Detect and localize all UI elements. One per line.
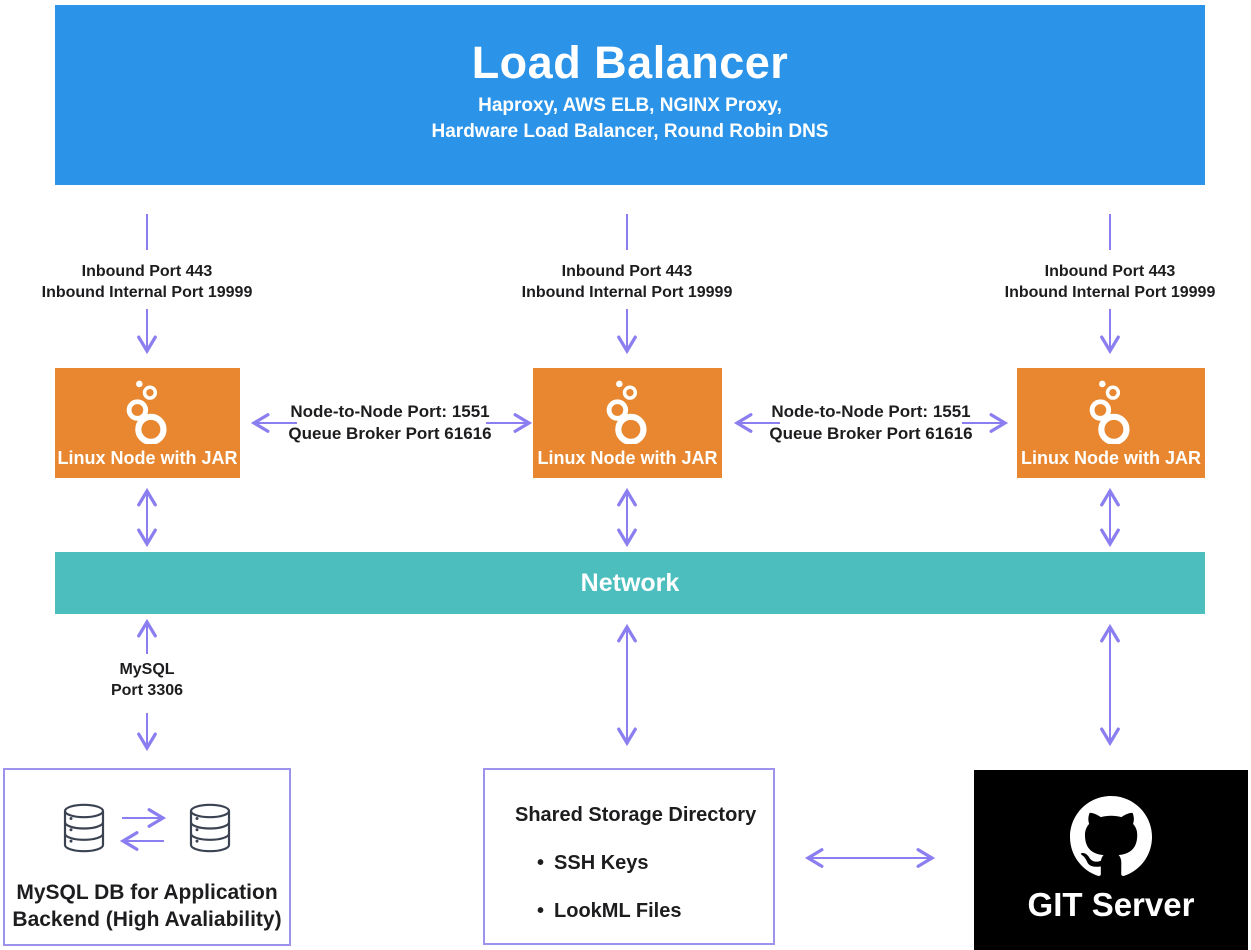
list-item: •LookML Files [537, 900, 682, 922]
bullet-glyph: • [537, 900, 545, 922]
inbound-label-2: Inbound Port 443 Inbound Internal Port 1… [521, 263, 733, 301]
load-balancer-box: Load Balancer Haproxy, AWS ELB, NGINX Pr… [55, 5, 1205, 185]
git-server-label: GIT Server [1027, 886, 1195, 923]
inbound-label-1: Inbound Port 443 Inbound Internal Port 1… [41, 263, 253, 301]
inbound-label-3: Inbound Port 443 Inbound Internal Port 1… [1004, 263, 1216, 301]
network-bar: Network [55, 552, 1205, 614]
looker-node-icon [126, 380, 167, 444]
list-item: •SSH Keys [537, 852, 649, 874]
node-link-label-1: Node-to-Node Port: 1551 Queue Broker Por… [288, 402, 492, 443]
linux-node-box-3: Linux Node with JAR [1017, 368, 1205, 478]
looker-node-icon [606, 380, 647, 444]
bullet-glyph: • [537, 852, 545, 874]
load-balancer-title: Load Balancer [471, 37, 789, 88]
git-server-box: GIT Server [974, 770, 1248, 950]
database-icon [63, 803, 105, 853]
github-icon [1070, 796, 1152, 876]
node-label: Linux Node with JAR [1021, 448, 1201, 468]
linux-node-box-2: Linux Node with JAR [533, 368, 722, 478]
database-icon [189, 803, 231, 853]
node-label: Linux Node with JAR [57, 448, 238, 468]
replication-arrows [119, 808, 167, 851]
mysql-db-label: MySQL DB for Application Backend (High A… [12, 881, 282, 931]
load-balancer-subtitle-1: Haproxy, AWS ELB, NGINX Proxy, [478, 95, 782, 116]
linux-node-box-1: Linux Node with JAR [55, 368, 240, 478]
shared-storage-box: Shared Storage Directory •SSH Keys •Look… [483, 768, 775, 945]
database-replication-icons [63, 803, 231, 853]
load-balancer-subtitle-2: Hardware Load Balancer, Round Robin DNS [431, 121, 829, 142]
node-label: Linux Node with JAR [537, 448, 718, 468]
looker-node-icon [1089, 380, 1130, 444]
node-link-label-2: Node-to-Node Port: 1551 Queue Broker Por… [769, 402, 973, 443]
mysql-db-box: MySQL DB for Application Backend (High A… [3, 768, 291, 946]
mysql-link-label: MySQL Port 3306 [110, 661, 184, 699]
network-label: Network [580, 568, 680, 597]
shared-storage-title: Shared Storage Directory [515, 804, 757, 826]
